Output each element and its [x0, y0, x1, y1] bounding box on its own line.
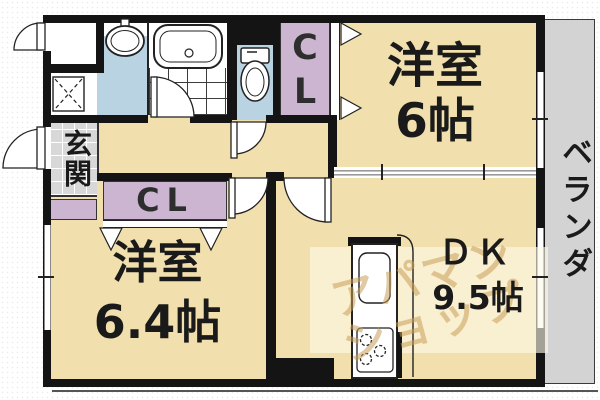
window-room6-veranda [537, 72, 544, 168]
closet-letter: C [292, 28, 318, 68]
closet-lower [103, 181, 227, 220]
room-label-western64: 洋室 [60, 240, 255, 286]
veranda-area [545, 19, 595, 384]
closet-lower-label: CL [103, 184, 227, 217]
room-label-western6: 洋室 [345, 42, 525, 91]
stove-icon [356, 327, 394, 373]
room-name: ベランダ [556, 135, 592, 284]
wall-right [536, 15, 545, 387]
wall-hall-top-b [190, 115, 232, 123]
wall-storage-bottom [43, 64, 104, 73]
toilet-icon [240, 47, 270, 102]
room-label-dk: ＤＫ [418, 236, 533, 271]
storage-door-gap [43, 23, 51, 51]
wall-toilet-closet [273, 15, 280, 120]
closet-upper [280, 20, 330, 120]
wall-hall-bottom-a [97, 173, 232, 181]
room-size-dk: 9.5帖 [408, 281, 548, 315]
room-name: 洋室 [112, 236, 203, 289]
wall-hall-top-c [266, 115, 337, 123]
window-tick-room6 [532, 118, 548, 120]
wall-hall-room6-divider [328, 120, 337, 178]
front-door-gap [43, 127, 51, 169]
fold-triangle-icon [340, 95, 363, 121]
watermark-box [310, 247, 548, 353]
dk-door [283, 177, 332, 223]
room-size: 9.5帖 [432, 278, 524, 317]
sliding-door-tick-1 [381, 164, 383, 180]
wall-left [43, 15, 51, 387]
closet-upper-door-strip [330, 20, 340, 120]
wall-kitchen-block [276, 358, 334, 380]
closet-upper-label: C L [282, 27, 328, 115]
entrance-hall-divider [97, 120, 99, 177]
wall-room-dk-column [266, 172, 276, 380]
front-door [2, 126, 46, 170]
ground-shadow-line [52, 390, 598, 392]
room-size: 6帖 [395, 94, 475, 149]
wall-storage-right [96, 22, 104, 73]
entrance-area [50, 120, 97, 197]
room-size-western6: 6帖 [345, 98, 525, 146]
fold-triangle-icon [99, 227, 123, 252]
wall-wash-bath-divider [147, 22, 149, 115]
closet-letters: CL [136, 181, 194, 219]
wall-bottom [43, 379, 545, 387]
bathtub-icon [153, 24, 223, 69]
closet-lower-door-strip [103, 220, 227, 228]
wall-top [43, 15, 545, 23]
room-name: 洋室 [386, 38, 483, 94]
bathroom-door [150, 76, 195, 118]
fold-triangle-icon [199, 227, 223, 252]
toilet-door [230, 121, 267, 159]
entrance-label: 玄関 [56, 123, 93, 195]
washbasin-icon [105, 18, 145, 57]
window-tick-room64 [38, 276, 54, 278]
room-size-western64: 6.4帖 [60, 299, 255, 346]
wall-hall-top-a [43, 115, 148, 123]
closet-letter: L [293, 71, 317, 112]
kitchen-divider-line [396, 234, 414, 377]
sliding-door-tick-2 [483, 164, 485, 180]
kitchen-counter [348, 234, 414, 379]
shaft-column [227, 15, 237, 120]
window-tick-dk [532, 276, 548, 278]
shoe-cabinet [50, 199, 97, 220]
kitchen-sink-icon [358, 252, 391, 304]
room64-door [228, 177, 269, 219]
washing-machine-pan-icon [52, 76, 85, 112]
room-name: 玄関 [60, 129, 93, 189]
fold-triangle-icon [340, 21, 363, 47]
veranda-label: ベランダ [549, 122, 592, 297]
room-size: 6.4帖 [93, 295, 222, 349]
storage-exterior-door [13, 22, 46, 51]
room-name: ＤＫ [438, 233, 513, 273]
sliding-door-room6-dk [334, 167, 536, 178]
storage-room [50, 22, 97, 65]
